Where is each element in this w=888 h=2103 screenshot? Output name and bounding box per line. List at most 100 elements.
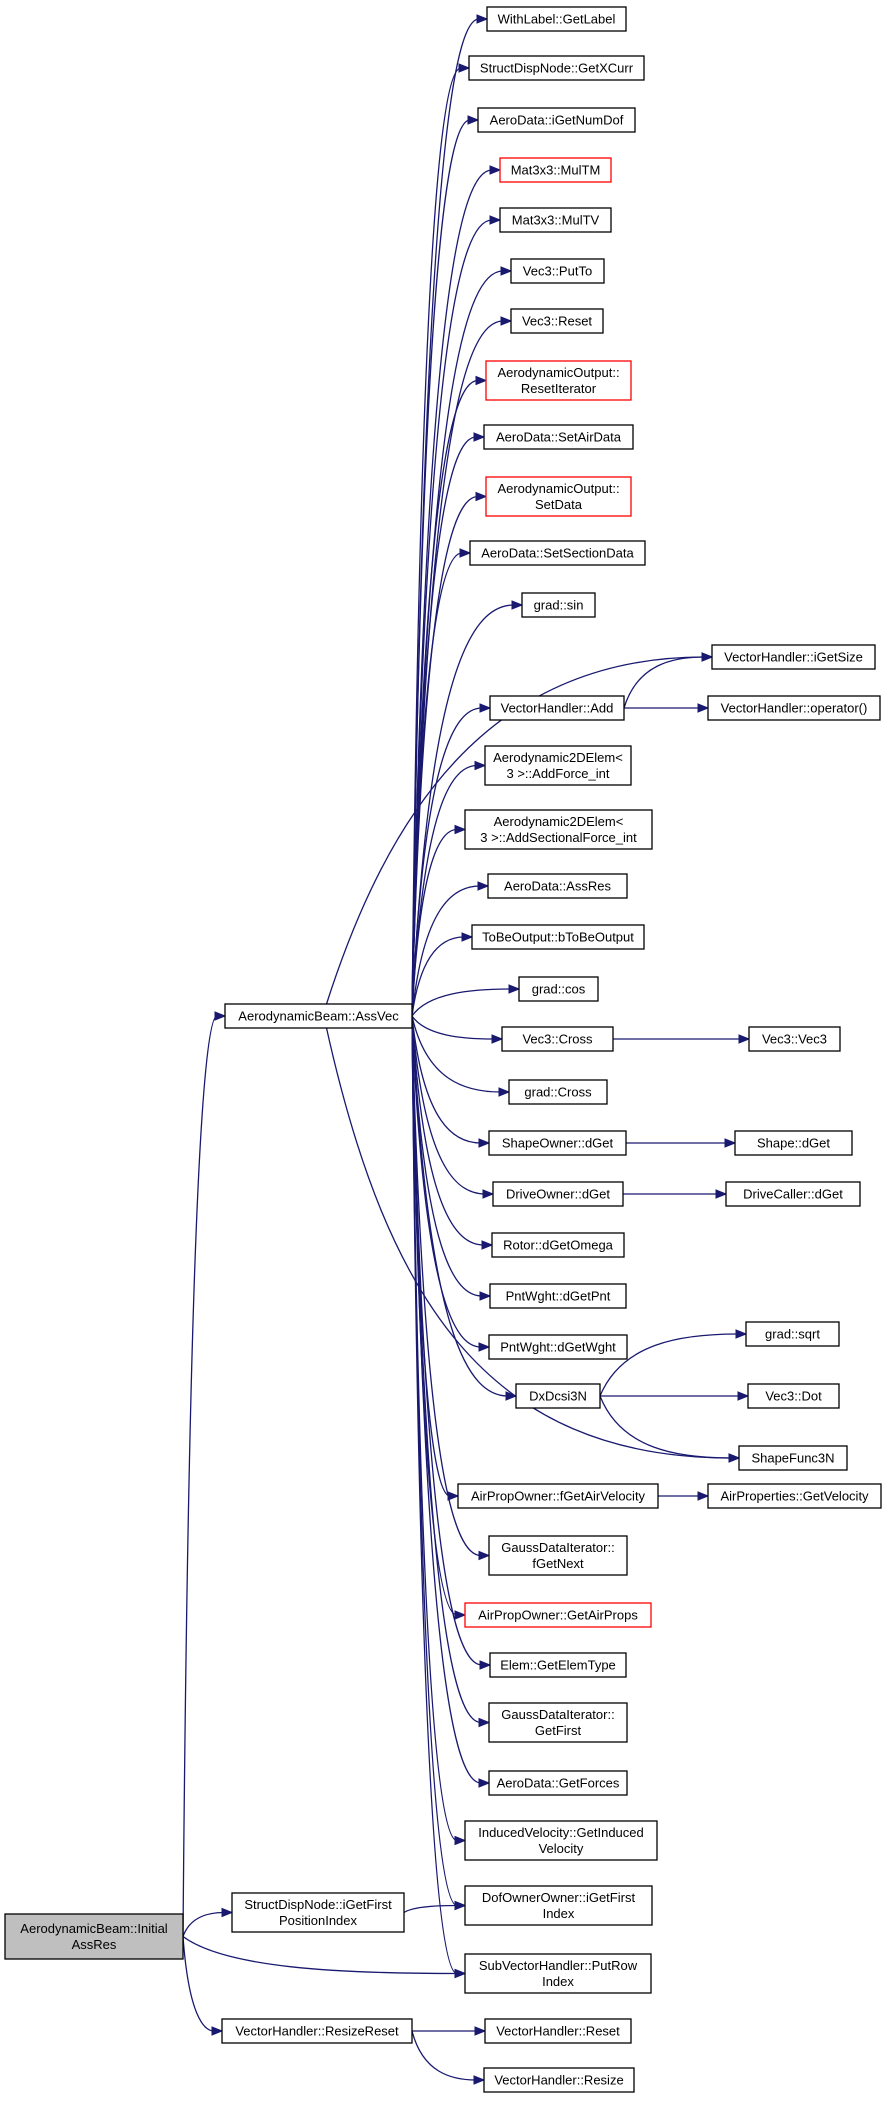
node-box: [464, 809, 653, 850]
node-setdata[interactable]: AerodynamicOutput::SetData: [485, 476, 632, 517]
node-label: grad::sin: [534, 598, 584, 613]
arrowhead: [474, 2026, 487, 2036]
call-edge-igetfirstpos-to-dofowner: [403, 1900, 467, 1914]
node-label: AeroData::AssRes: [504, 879, 611, 894]
node-getlabel[interactable]: WithLabel::GetLabel: [486, 6, 627, 32]
node-vdot[interactable]: Vec3::Dot: [747, 1383, 840, 1409]
node-label: Aerodynamic2DElem<: [494, 814, 624, 829]
arrowhead: [478, 1342, 491, 1352]
node-pnt[interactable]: PntWght::dGetPnt: [489, 1283, 627, 1309]
node-fgetair[interactable]: AirPropOwner::fGetAirVelocity: [457, 1483, 659, 1509]
node-getairprops[interactable]: AirPropOwner::GetAirProps: [464, 1602, 652, 1628]
node-vhresize[interactable]: VectorHandler::Resize: [483, 2067, 635, 2093]
node-gcos[interactable]: grad::cos: [518, 976, 599, 1002]
edge-line: [411, 1015, 482, 1784]
call-edge-assvec-to-elemtype: [411, 1015, 492, 1670]
node-getforces[interactable]: AeroData::GetForces: [488, 1770, 628, 1796]
node-gcross[interactable]: grad::Cross: [508, 1079, 608, 1105]
node-btobe[interactable]: ToBeOutput::bToBeOutput: [471, 924, 645, 950]
node-igetsize[interactable]: VectorHandler::iGetSize: [711, 644, 876, 670]
node-resizereset[interactable]: VectorHandler::ResizeReset: [221, 2018, 413, 2044]
arrowhead: [475, 491, 488, 502]
call-edge-assvec-to-gsin: [411, 600, 524, 1017]
node-box: [484, 2018, 632, 2044]
edge-line: [411, 1015, 458, 1975]
edge-line: [411, 119, 471, 1017]
node-label: AirProperties::GetVelocity: [720, 1489, 869, 1504]
node-setsection[interactable]: AeroData::SetSectionData: [469, 540, 646, 566]
node-box: [488, 1770, 628, 1796]
node-addsect[interactable]: Aerodynamic2DElem<3 >::AddSectionalForce…: [464, 809, 653, 850]
call-edge-assvec-to-fgetnext: [411, 1015, 491, 1561]
node-label: 3 >::AddSectionalForce_int: [480, 830, 637, 845]
arrowhead: [473, 2075, 486, 2085]
node-label: StructDispNode::iGetFirst: [244, 1897, 392, 1912]
node-label: InducedVelocity::GetInduced: [478, 1825, 644, 1840]
node-label: Rotor::dGetOmega: [503, 1238, 614, 1253]
node-fgetnext[interactable]: GaussDataIterator::fGetNext: [488, 1535, 628, 1576]
node-box: [221, 2018, 413, 2044]
node-label: AirPropOwner::fGetAirVelocity: [471, 1489, 646, 1504]
node-box: [745, 1321, 840, 1347]
node-gsqrt[interactable]: grad::sqrt: [745, 1321, 840, 1347]
node-setairdata[interactable]: AeroData::SetAirData: [483, 424, 634, 450]
edge-line: [182, 1015, 218, 1937]
node-vreset[interactable]: Vec3::Reset: [510, 308, 604, 334]
node-elemtype[interactable]: Elem::GetElemType: [489, 1652, 627, 1678]
edge-line: [411, 1015, 482, 1348]
node-box: [224, 1003, 413, 1029]
node-multv[interactable]: Mat3x3::MulTV: [499, 207, 612, 233]
node-box: [484, 745, 632, 786]
node-shapef[interactable]: ShapeFunc3N: [738, 1445, 848, 1471]
node-dcdget[interactable]: DriveCaller::dGet: [725, 1181, 861, 1207]
call-edge-assvec-to-putrow: [411, 1015, 467, 1979]
call-edge-root-to-resizereset: [182, 1936, 224, 2036]
node-apvel[interactable]: AirProperties::GetVelocity: [707, 1483, 882, 1509]
node-box: [521, 592, 596, 618]
arrowhead: [500, 316, 513, 326]
node-resetiter[interactable]: AerodynamicOutput::ResetIterator: [485, 360, 632, 401]
node-vcross[interactable]: Vec3::Cross: [501, 1026, 614, 1052]
node-label: Elem::GetElemType: [500, 1658, 616, 1673]
node-box: [518, 976, 599, 1002]
node-putto[interactable]: Vec3::PutTo: [510, 258, 605, 284]
node-label: Mat3x3::MulTM: [511, 163, 601, 178]
node-wght[interactable]: PntWght::dGetWght: [488, 1334, 628, 1360]
arrowhead: [454, 1900, 467, 1911]
node-vhreset[interactable]: VectorHandler::Reset: [484, 2018, 632, 2044]
node-label: WithLabel::GetLabel: [498, 12, 616, 27]
node-vec3[interactable]: Vec3::Vec3: [748, 1026, 841, 1052]
node-shdget[interactable]: Shape::dGet: [734, 1130, 853, 1156]
node-multm[interactable]: Mat3x3::MulTM: [499, 157, 612, 183]
node-getxcurr[interactable]: StructDispNode::GetXCurr: [468, 55, 645, 81]
node-addforce[interactable]: Aerodynamic2DElem<3 >::AddForce_int: [484, 745, 632, 786]
node-label: VectorHandler::operator(): [721, 701, 868, 716]
node-getfirst[interactable]: GaussDataIterator::GetFirst: [488, 1702, 628, 1743]
node-igetnumdof[interactable]: AeroData::iGetNumDof: [477, 107, 636, 133]
arrowhead: [508, 984, 521, 994]
node-box: [488, 1535, 628, 1576]
call-edge-dxdcsi-to-gsqrt: [599, 1329, 748, 1397]
node-gsin[interactable]: grad::sin: [521, 592, 596, 618]
node-sodget[interactable]: ShapeOwner::dGet: [488, 1130, 627, 1156]
call-edge-root-to-putrow: [182, 1935, 467, 1979]
node-assvec[interactable]: AerodynamicBeam::AssVec: [224, 1003, 413, 1029]
node-box: [508, 1079, 608, 1105]
node-dxdcsi[interactable]: DxDcsi3N: [515, 1383, 601, 1409]
node-aeroassres[interactable]: AeroData::AssRes: [487, 873, 628, 899]
node-omega[interactable]: Rotor::dGetOmega: [491, 1232, 625, 1258]
node-dodget[interactable]: DriveOwner::dGet: [492, 1181, 624, 1207]
node-vhop[interactable]: VectorHandler::operator(): [707, 695, 881, 721]
node-box: [499, 207, 612, 233]
node-vhadd[interactable]: VectorHandler::Add: [489, 695, 625, 721]
node-label: Shape::dGet: [757, 1136, 830, 1151]
node-box: [469, 540, 646, 566]
call-edge-root-to-igetfirstpos: [182, 1907, 234, 1937]
node-label: VectorHandler::iGetSize: [724, 650, 863, 665]
node-box: [515, 1383, 601, 1409]
node-label: PositionIndex: [279, 1913, 358, 1928]
